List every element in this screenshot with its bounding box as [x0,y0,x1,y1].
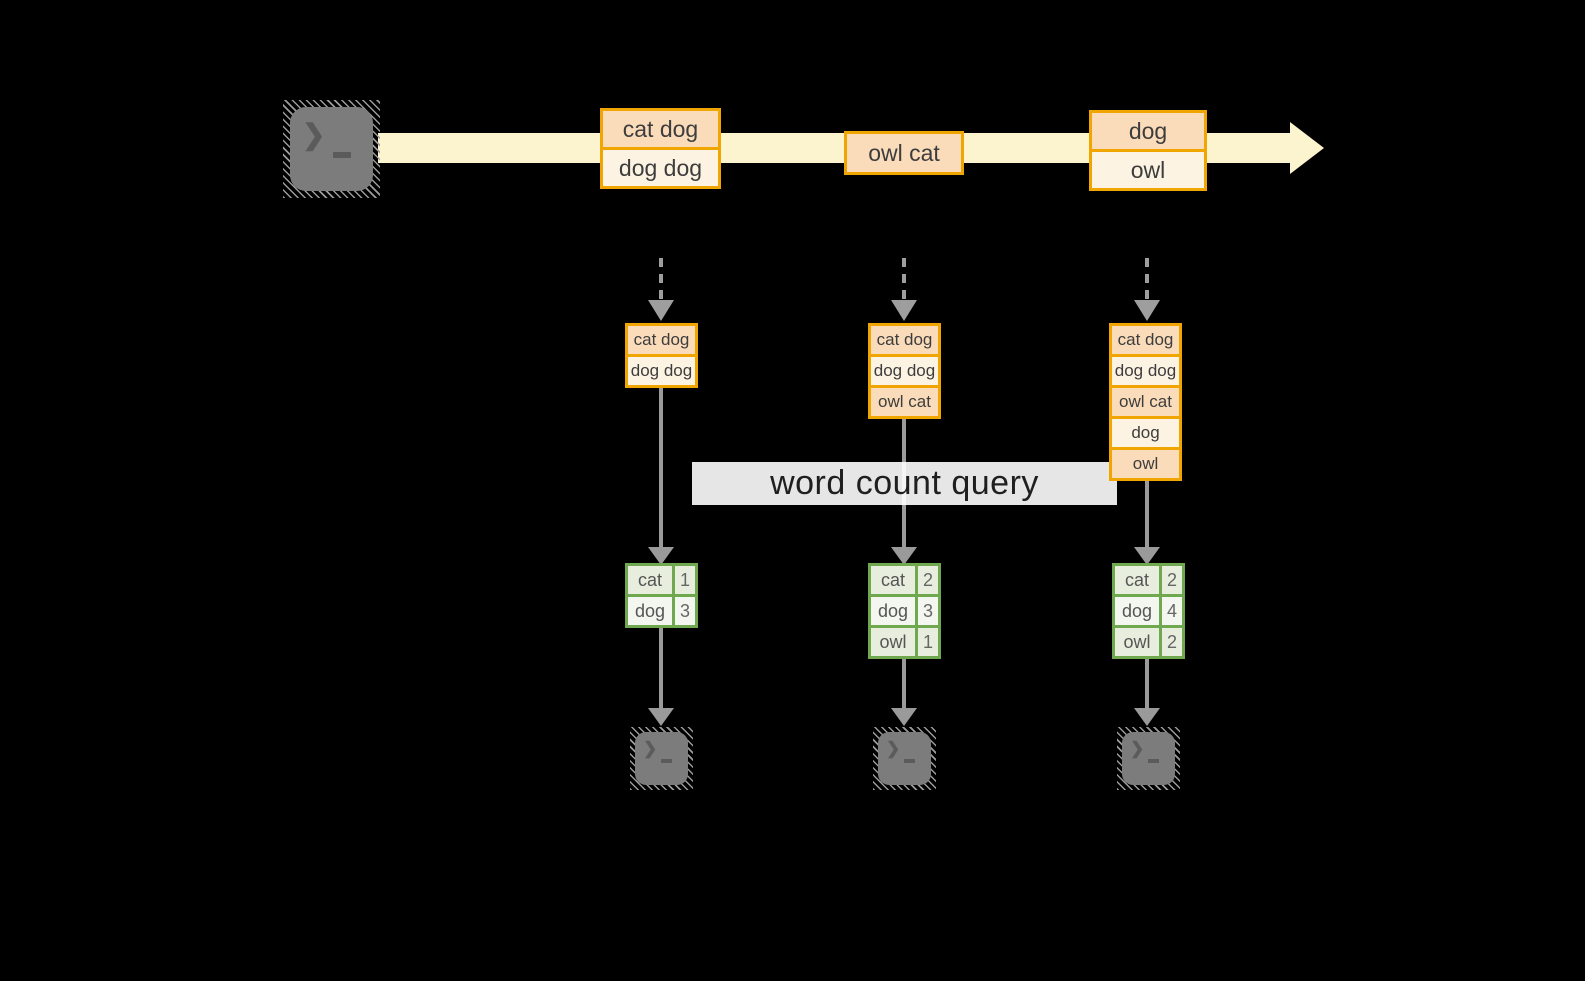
stream-batch-cell: dog [1092,113,1204,149]
arrow-line [659,628,663,708]
word-cell: dog [628,597,672,625]
terminal-screen: ❯ [878,732,931,785]
query-label: word count query [692,462,1117,505]
terminal-screen: ❯ [290,107,373,191]
arrowhead-icon [891,708,917,726]
dashed-arrow [659,258,663,300]
buffer-cell: cat dog [1112,326,1179,354]
buffer-cell: dog [1112,419,1179,447]
stream-arrowhead-icon [1290,122,1324,174]
table-row: owl 1 [871,628,938,656]
output-terminal-icon: ❯ [873,727,936,790]
arrow-line [1145,659,1149,708]
table-row: owl 2 [1115,628,1182,656]
stream-batch-box: cat dog dog dog [600,108,721,189]
worker-buffer-box: cat dog dog dog [625,323,698,388]
terminal-underscore [904,759,915,763]
stream-batch-cell: owl [1092,152,1204,188]
worker-buffer-box: cat dog dog dog owl cat [868,323,941,419]
buffer-cell: dog dog [1112,357,1179,385]
arrowhead-icon [1134,547,1160,565]
stream-batch-cell: owl cat [847,134,961,172]
word-cell: owl [871,628,915,656]
buffer-cell: cat dog [628,326,695,354]
count-cell: 2 [1162,628,1182,656]
terminal-screen: ❯ [1122,732,1175,785]
terminal-prompt-icon: ❯ [886,739,901,758]
table-row: dog 3 [871,597,938,625]
table-row: cat 1 [628,566,695,594]
dashed-arrowhead-icon [1134,300,1160,321]
buffer-cell: owl cat [1112,388,1179,416]
table-row: dog 4 [1115,597,1182,625]
word-cell: owl [1115,628,1159,656]
word-count-table: cat 2 dog 4 owl 2 [1112,563,1185,659]
buffer-cell: dog dog [871,357,938,385]
word-count-table: cat 1 dog 3 [625,563,698,628]
count-cell: 3 [675,597,695,625]
word-cell: dog [1115,597,1159,625]
word-count-table: cat 2 dog 3 owl 1 [868,563,941,659]
terminal-prompt-icon: ❯ [643,739,658,758]
dashed-arrowhead-icon [891,300,917,321]
source-terminal-icon: ❯ [283,100,380,198]
word-cell: cat [871,566,915,594]
terminal-underscore [1148,759,1159,763]
arrowhead-icon [648,708,674,726]
output-terminal-icon: ❯ [1117,727,1180,790]
terminal-prompt-icon: ❯ [1130,739,1145,758]
word-cell: dog [871,597,915,625]
buffer-cell: owl [1112,450,1179,478]
count-cell: 1 [675,566,695,594]
output-terminal-icon: ❯ [630,727,693,790]
count-cell: 1 [918,628,938,656]
dashed-arrowhead-icon [648,300,674,321]
arrowhead-icon [891,547,917,565]
buffer-cell: cat dog [871,326,938,354]
stream-batch-cell: cat dog [603,111,718,147]
arrow-line [902,659,906,708]
buffer-cell: dog dog [628,357,695,385]
worker-buffer-box: cat dog dog dog owl cat dog owl [1109,323,1182,481]
stream-batch-cell: dog dog [603,150,718,186]
table-row: dog 3 [628,597,695,625]
table-row: cat 2 [1115,566,1182,594]
count-cell: 2 [1162,566,1182,594]
dashed-arrow [1145,258,1149,300]
terminal-underscore [661,759,672,763]
buffer-cell: owl cat [871,388,938,416]
arrowhead-icon [1134,708,1160,726]
count-cell: 4 [1162,597,1182,625]
terminal-prompt-icon: ❯ [302,119,326,150]
count-cell: 2 [918,566,938,594]
word-cell: cat [1115,566,1159,594]
count-cell: 3 [918,597,938,625]
arrowhead-icon [648,547,674,565]
terminal-underscore [333,152,351,158]
table-row: cat 2 [871,566,938,594]
terminal-screen: ❯ [635,732,688,785]
dashed-arrow [902,258,906,300]
arrow-line [1145,479,1149,547]
stream-batch-box: owl cat [844,131,964,175]
word-cell: cat [628,566,672,594]
arrow-line [659,386,663,547]
stream-batch-box: dog owl [1089,110,1207,191]
